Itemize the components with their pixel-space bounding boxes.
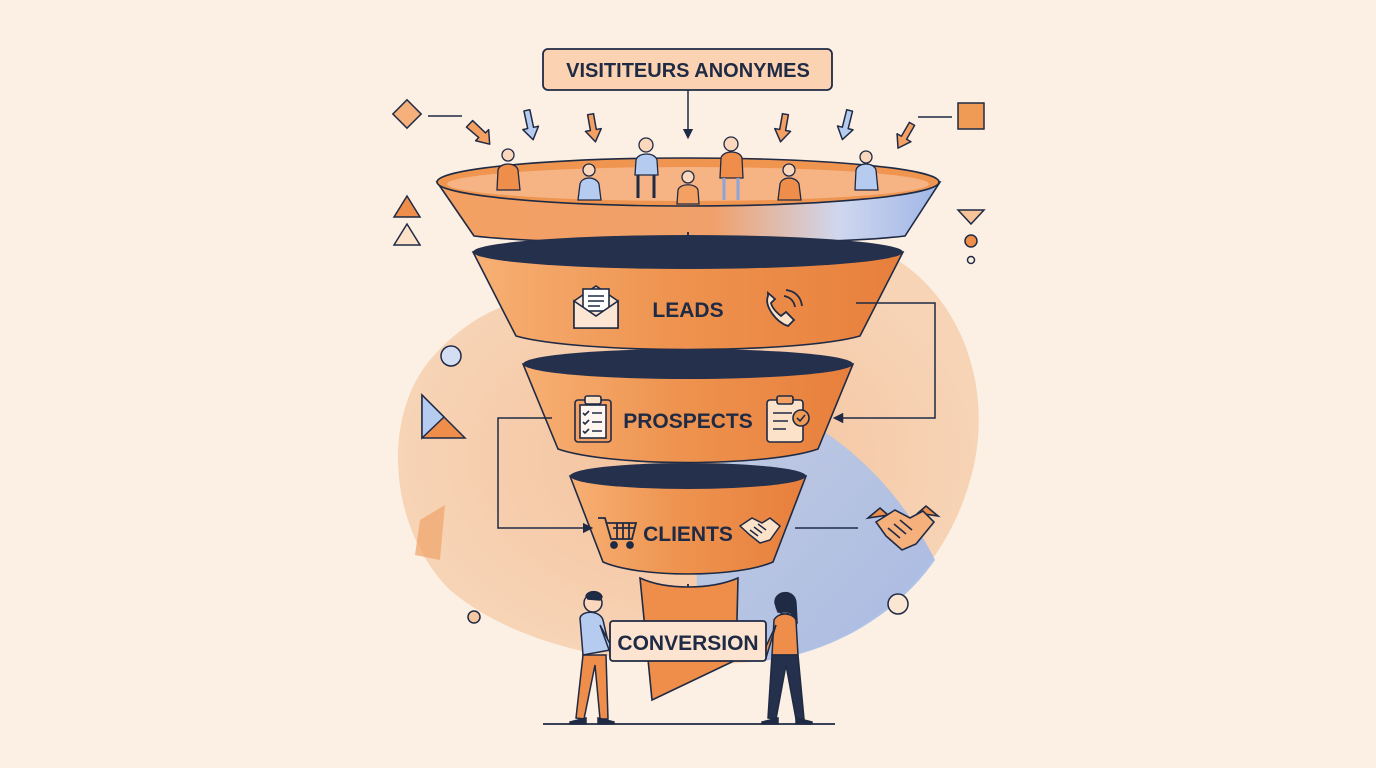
person-icon — [777, 163, 802, 201]
envelope-icon — [573, 285, 619, 329]
square-icon — [957, 102, 985, 130]
dot-icon — [964, 234, 978, 248]
person-icon — [854, 150, 879, 191]
conversion-label: CONVERSION — [617, 632, 758, 655]
people-group — [496, 136, 879, 205]
funnel-top — [435, 157, 942, 245]
diamond-icon — [391, 98, 423, 130]
stage-label-clients: CLIENTS — [643, 523, 733, 546]
person-right — [761, 591, 813, 725]
triangle-icon — [392, 194, 422, 218]
conversion-banner: CONVERSION — [609, 620, 767, 662]
triangle-outline-icon — [392, 222, 422, 246]
incoming-arrows — [465, 90, 916, 149]
circle-icon — [440, 345, 462, 367]
decorative-shapes — [391, 98, 986, 624]
circle-icon — [887, 593, 909, 615]
connector-lines — [497, 302, 936, 534]
person-icon — [496, 148, 521, 191]
funnel-stage-prospects: PROSPECTS — [521, 349, 855, 464]
handshake-icon — [865, 504, 941, 551]
stage-label-prospects: PROSPECTS — [623, 410, 753, 433]
stage-label-leads: LEADS — [652, 299, 723, 322]
cart-icon — [598, 517, 638, 549]
checklist-icon — [574, 395, 612, 443]
phone-icon — [766, 289, 803, 328]
small-circle-icon — [966, 255, 976, 265]
triangle-down-icon — [956, 209, 986, 226]
person-icon — [719, 136, 744, 200]
handshake-icon — [738, 517, 782, 544]
person-icon — [676, 170, 700, 205]
funnel-stage-clients: CLIENTS — [568, 463, 808, 575]
person-icon — [634, 137, 659, 198]
dot-icon — [467, 610, 481, 624]
title-box: VISITITEURS ANONYMES — [542, 48, 833, 91]
funnel-stage-leads: LEADS — [471, 235, 905, 351]
title: VISITITEURS ANONYMES — [566, 60, 810, 82]
clipboard-check-icon — [766, 395, 810, 443]
person-icon — [577, 163, 602, 201]
